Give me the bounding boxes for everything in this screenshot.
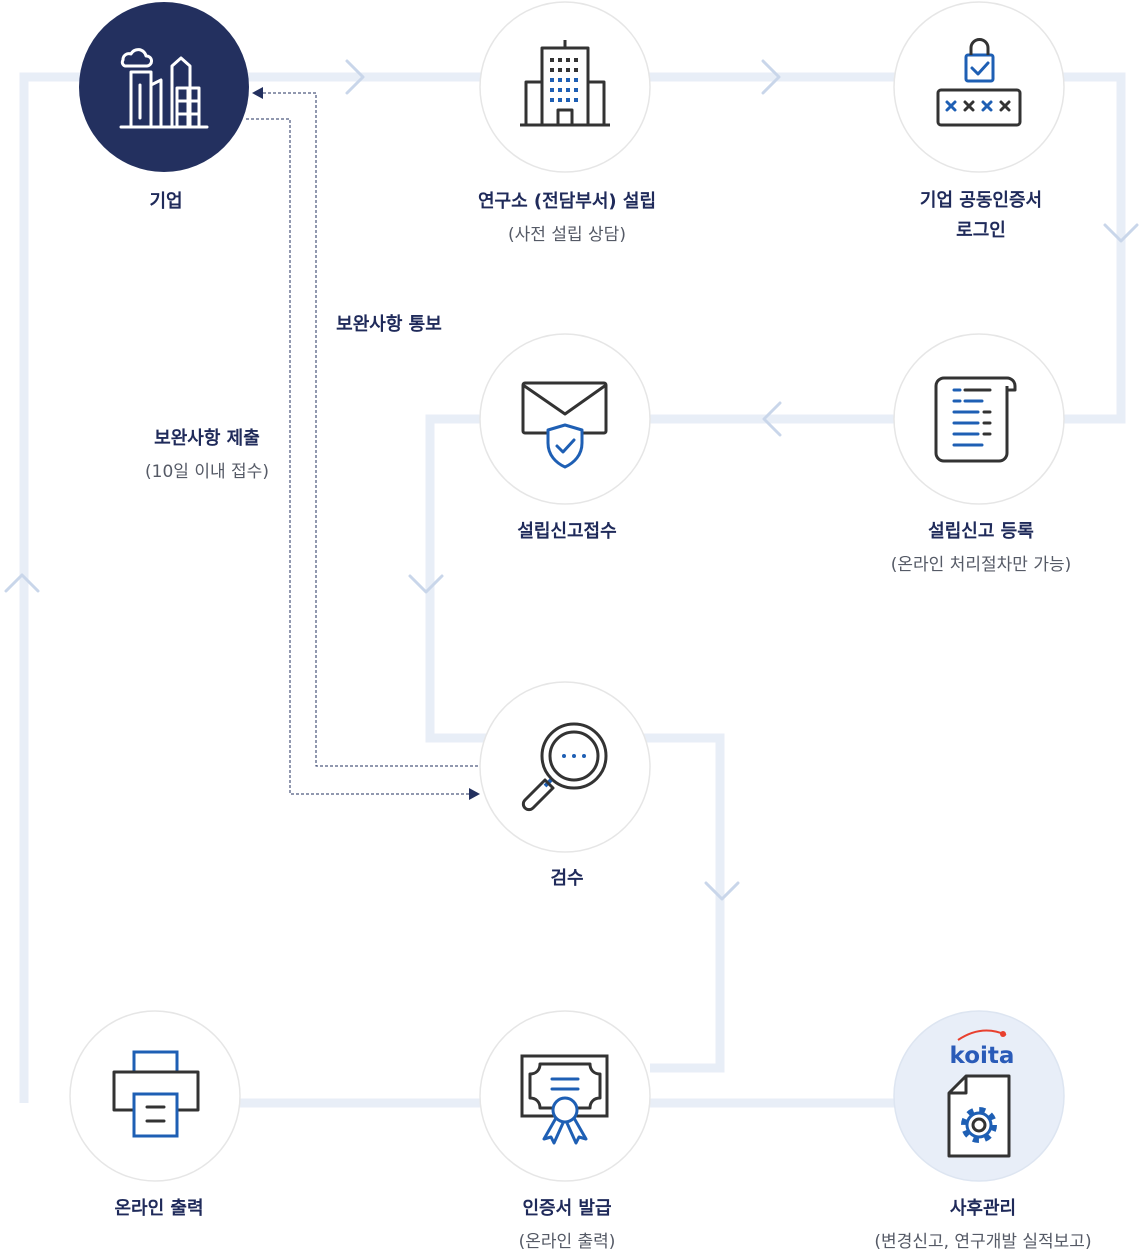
node-login-circle [893, 1, 1065, 173]
node-lab-sublabel: (사전 설립 상담) [508, 225, 626, 245]
node-aftercare-sublabel: (변경신고, 연구개발 실적보고) [874, 1232, 1092, 1252]
node-certificate-sublabel: (온라인 출력) [518, 1232, 616, 1252]
note-submit-label: 보완사항 제출 [154, 428, 260, 449]
node-receipt-circle [479, 333, 651, 505]
node-company-circle [79, 2, 249, 172]
node-lab-label: 연구소 (전담부서) 설립 [477, 191, 657, 212]
node-register-sublabel: (온라인 처리절차만 가능) [890, 555, 1072, 575]
node-register-label: 설립신고 등록 [928, 521, 1034, 542]
node-login-label-line2: 로그인 [956, 220, 1006, 241]
note-submit-sublabel: (10일 이내 접수) [145, 462, 269, 482]
node-receipt-label: 설립신고접수 [517, 521, 617, 542]
feedback-arrows [246, 92, 478, 795]
arrow-head-left-icon [252, 87, 263, 99]
buildings-icon [119, 48, 209, 129]
node-login-label-line1: 기업 공동인증서 [919, 190, 1043, 211]
arrow-head-right-icon [469, 788, 480, 800]
node-register-circle [893, 333, 1065, 505]
node-aftercare-label: 사후관리 [949, 1198, 1017, 1219]
flow-chevrons [4, 59, 1139, 901]
chevron-up-icon [4, 573, 40, 593]
node-company-label: 기업 [149, 191, 183, 212]
chevron-left-icon [762, 401, 782, 437]
chevron-right-icon [761, 59, 781, 95]
chevron-right-icon [345, 59, 365, 95]
certificate-icon [520, 1054, 609, 1145]
lock-password-icon [936, 38, 1022, 127]
chevron-down-icon [408, 574, 444, 594]
node-review-label: 검수 [550, 868, 584, 889]
node-certificate-circle [479, 1010, 651, 1182]
note-notify-label: 보완사항 통보 [336, 314, 442, 335]
gear-document-icon [947, 1074, 1011, 1158]
printer-icon [112, 1050, 200, 1138]
office-building-icon [520, 40, 610, 127]
chevron-down-icon [1103, 223, 1139, 243]
koita-logo-text: koita [950, 1043, 1015, 1069]
scroll-document-icon [934, 376, 1017, 463]
envelope-shield-icon [521, 381, 608, 469]
koita-logo: koita [950, 1029, 1015, 1069]
magnifier-icon [521, 722, 608, 812]
node-review-circle [479, 681, 651, 853]
node-lab-circle [479, 1, 651, 173]
chevron-down-icon [704, 881, 740, 901]
node-certificate-label: 인증서 발급 [522, 1198, 612, 1219]
node-print-label: 온라인 출력 [114, 1198, 204, 1219]
